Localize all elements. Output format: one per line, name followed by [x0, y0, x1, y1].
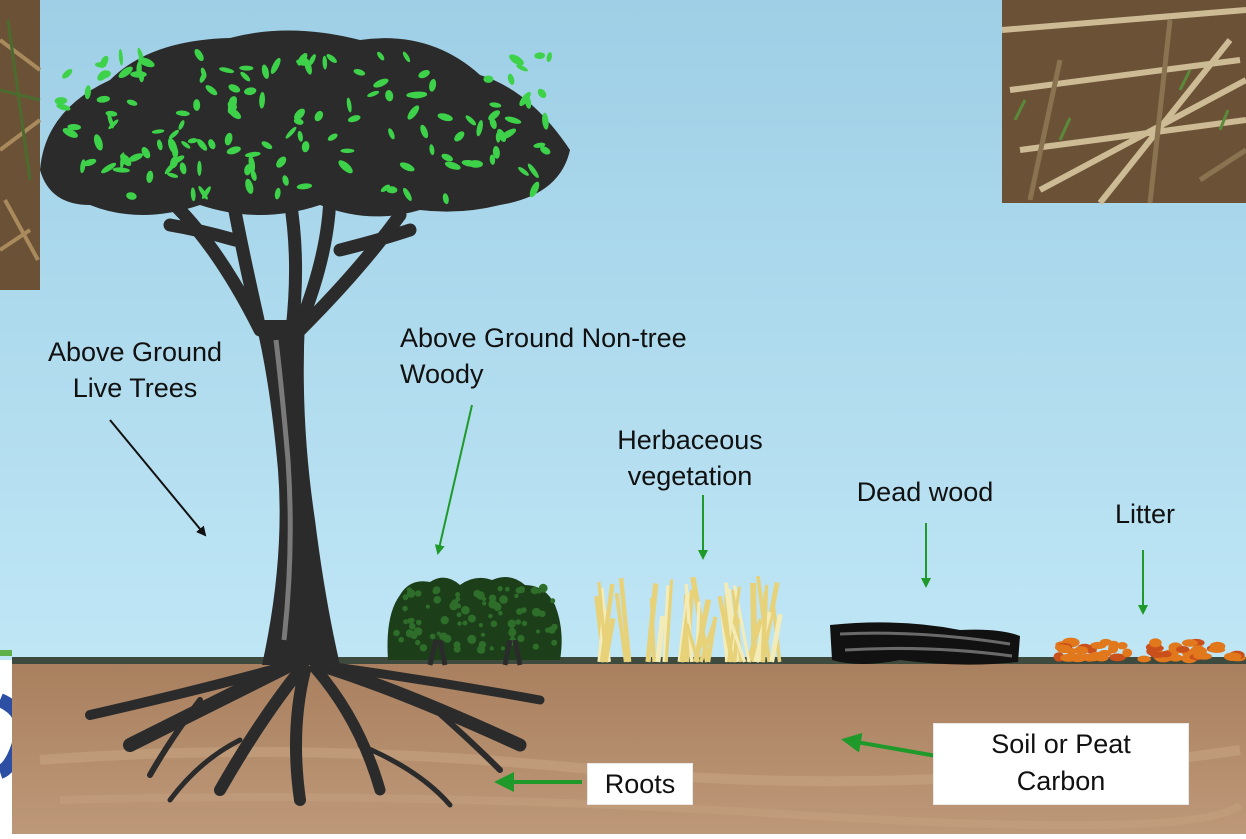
label-herbaceous-line2: vegetation [590, 458, 790, 494]
label-live-trees: Above Ground Live Trees [24, 334, 246, 406]
label-non-tree-line1: Above Ground Non-tree [400, 320, 740, 356]
label-soil-line2: Carbon [934, 763, 1188, 800]
label-live-trees-line1: Above Ground [24, 334, 246, 370]
label-soil-line1: Soil or Peat [934, 726, 1188, 763]
label-roots: Roots [588, 764, 692, 804]
label-litter-line1: Litter [1090, 496, 1200, 532]
deadwood-photo-right [1002, 0, 1246, 203]
label-litter: Litter [1090, 496, 1200, 532]
label-herbaceous-line1: Herbaceous [590, 422, 790, 458]
label-dead-wood-line1: Dead wood [830, 474, 1020, 510]
label-live-trees-line2: Live Trees [24, 370, 246, 406]
label-roots-line1: Roots [588, 764, 692, 804]
label-soil-carbon: Soil or Peat Carbon [934, 724, 1188, 804]
label-non-tree-woody: Above Ground Non-tree Woody [400, 320, 740, 392]
shrubs [388, 577, 562, 665]
label-herbaceous: Herbaceous vegetation [590, 422, 790, 494]
label-non-tree-line2: Woody [400, 356, 740, 392]
label-dead-wood: Dead wood [830, 474, 1020, 510]
forest-photo-left [0, 0, 40, 290]
